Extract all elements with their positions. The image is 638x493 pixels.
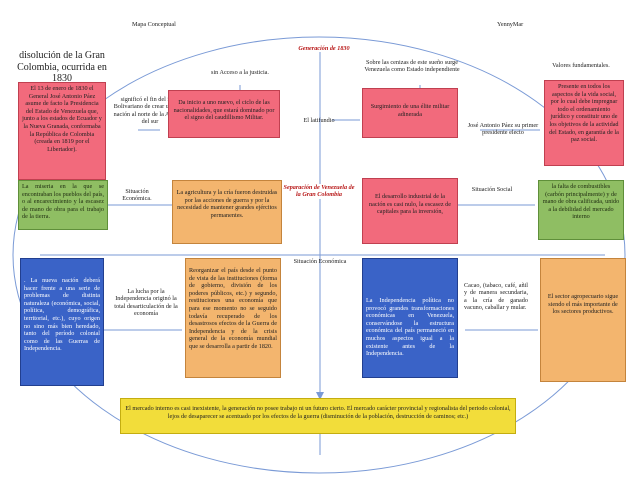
connector-significo: significó el fin del ideal Bolivariano d… (113, 96, 187, 126)
box-mercado-interno: El mercado interno es casi inexistente, … (120, 398, 516, 434)
header-left: Mapa Conceptual (132, 21, 176, 28)
connector-latifundio: El latifundio (303, 117, 335, 124)
center-label: Separación de Venezuela de la Gran Colom… (283, 184, 355, 199)
box-paez-1830: El 13 de enero de 1830 el General José A… (18, 82, 106, 180)
box-elite-militar: Surgimiento de una élite militar adinera… (362, 88, 458, 138)
intro-text: disolución de la Gran Colombia, ocurrida… (17, 50, 107, 84)
box-valores: Presente en todos los aspectos de la vid… (544, 80, 624, 166)
box-reorganizar: Reorganizar el país desde el punto de vi… (185, 258, 281, 378)
box-sector-agropecuario: El sector agropecuario sigue siendo el m… (540, 258, 626, 382)
connector-situacion-economica-left: Situación Económica. (122, 188, 152, 203)
connector-sin-acceso: sin Acceso a la justicia. (211, 69, 269, 76)
box-agricultura: La agricultura y la cría fueron destruid… (172, 180, 282, 244)
connector-paez-presidente: José Antonio Páez su primer presidente e… (467, 122, 539, 137)
connector-situacion-economica-mid: Situación Económica (293, 258, 347, 265)
box-nueva-nacion: . La nueva nación deberá hacer frente a … (20, 258, 104, 386)
connector-valores: Valores fundamentales. (552, 62, 610, 69)
box-ciclo-nacionalidades: Da inicio a uno nuevo, el ciclo de las n… (168, 90, 280, 138)
box-desarrollo-industrial: El desarrollo industrial de la nación es… (362, 178, 458, 244)
box-falta-combustibles: la falta de combustibles (carbón princip… (538, 180, 624, 240)
header-right: YennyMar (497, 21, 524, 28)
outer-ellipse (12, 36, 626, 474)
connector-lucha: La lucha por la Independencia originó la… (114, 288, 178, 318)
box-independencia-politica: La Independencia política no provocó gra… (362, 258, 458, 378)
connector-cenizas: Sobre las cenizas de este sueño surge Ve… (364, 59, 460, 74)
connector-cacao: Cacao, (tabaco, café, añil y de manera s… (464, 282, 528, 312)
connector-situacion-social: Situación Social (471, 186, 513, 193)
title-generacion: Generación de 1830 (288, 45, 360, 53)
box-miseria: La miseria en la que se encontraban los … (18, 180, 108, 230)
spine-arrowhead (316, 392, 324, 400)
